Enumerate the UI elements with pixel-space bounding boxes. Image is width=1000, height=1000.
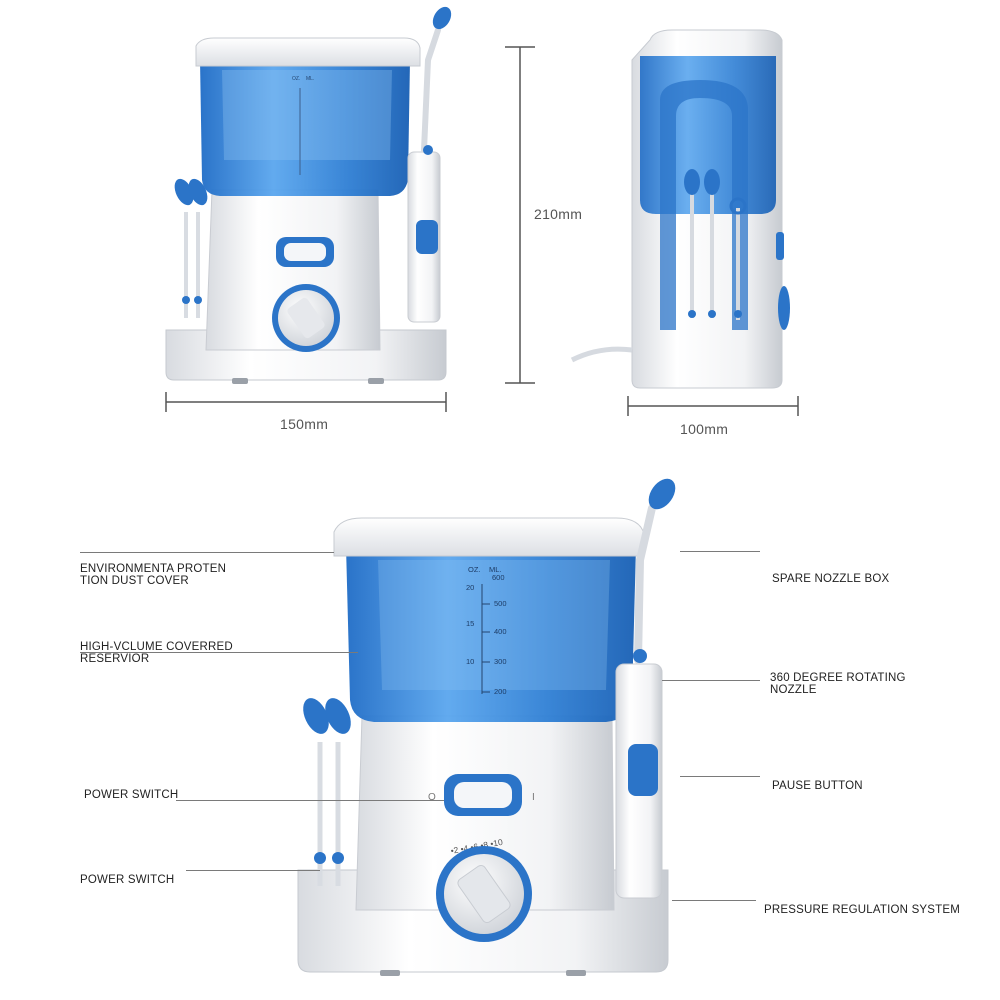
front-view-small: OZ. ML. — [165, 6, 535, 412]
callout-pressure: PRESSURE REGULATION SYSTEM — [764, 904, 961, 916]
leader-rotating — [662, 680, 760, 681]
ml-label: ML. — [489, 565, 502, 574]
callout-rotating-line1: 360 DEGREE ROTATING — [770, 672, 906, 684]
switch-on-mark: I — [532, 792, 535, 803]
depth-dimension: 100mm — [680, 421, 729, 437]
leader-spare-nozzle — [680, 551, 760, 552]
leader-power-switch-1 — [176, 800, 444, 801]
oz-mark-15: 15 — [466, 619, 474, 628]
callout-dust-cover-line1: ENVIRONMENTA PROTEN — [80, 563, 227, 575]
leader-power-switch-2 — [186, 870, 320, 871]
callout-reservoir-line2: RESERVIOR — [80, 653, 150, 665]
ml-mark-500: 500 — [494, 599, 507, 608]
callout-spare-nozzle: SPARE NOZZLE BOX — [772, 573, 890, 585]
ml-mark-600: 600 — [492, 573, 505, 582]
callout-rotating-line2: NOZZLE — [770, 684, 817, 696]
leader-reservoir — [80, 652, 358, 653]
callout-rotating: 360 DEGREE ROTATING NOZZLE — [770, 672, 906, 696]
front-view-large: OZ. ML. 20 15 10 600 500 400 300 200 O I… — [297, 478, 676, 976]
callout-pause: PAUSE BUTTON — [772, 780, 863, 792]
width-dimension: 150mm — [280, 416, 329, 432]
ml-label-small: ML. — [306, 76, 314, 82]
callout-power-switch-1: POWER SWITCH — [84, 789, 179, 801]
callout-dust-cover: ENVIRONMENTA PROTEN TION DUST COVER — [80, 563, 226, 587]
leader-pause — [680, 776, 760, 777]
pause-button[interactable] — [628, 744, 658, 796]
callout-reservoir-line1: HIGH-VCLUME COVERRED — [80, 641, 233, 653]
ml-mark-400: 400 — [494, 627, 507, 636]
callout-dust-cover-line2: TION DUST COVER — [80, 575, 189, 587]
oz-mark-10: 10 — [466, 657, 474, 666]
oz-label: OZ. — [468, 565, 481, 574]
callout-power-switch-2: POWER SWITCH — [80, 874, 175, 886]
leader-dust-cover — [80, 552, 334, 553]
callout-reservoir: HIGH-VCLUME COVERRED RESERVIOR — [80, 641, 233, 665]
ml-mark-300: 300 — [494, 657, 507, 666]
oz-mark-20: 20 — [466, 583, 474, 592]
oz-label-small: OZ. — [292, 76, 300, 82]
ml-mark-200: 200 — [494, 687, 507, 696]
switch-off-mark: O — [428, 792, 436, 803]
height-dimension: 210mm — [534, 206, 583, 222]
side-view — [570, 29, 799, 416]
leader-pressure — [672, 900, 756, 901]
